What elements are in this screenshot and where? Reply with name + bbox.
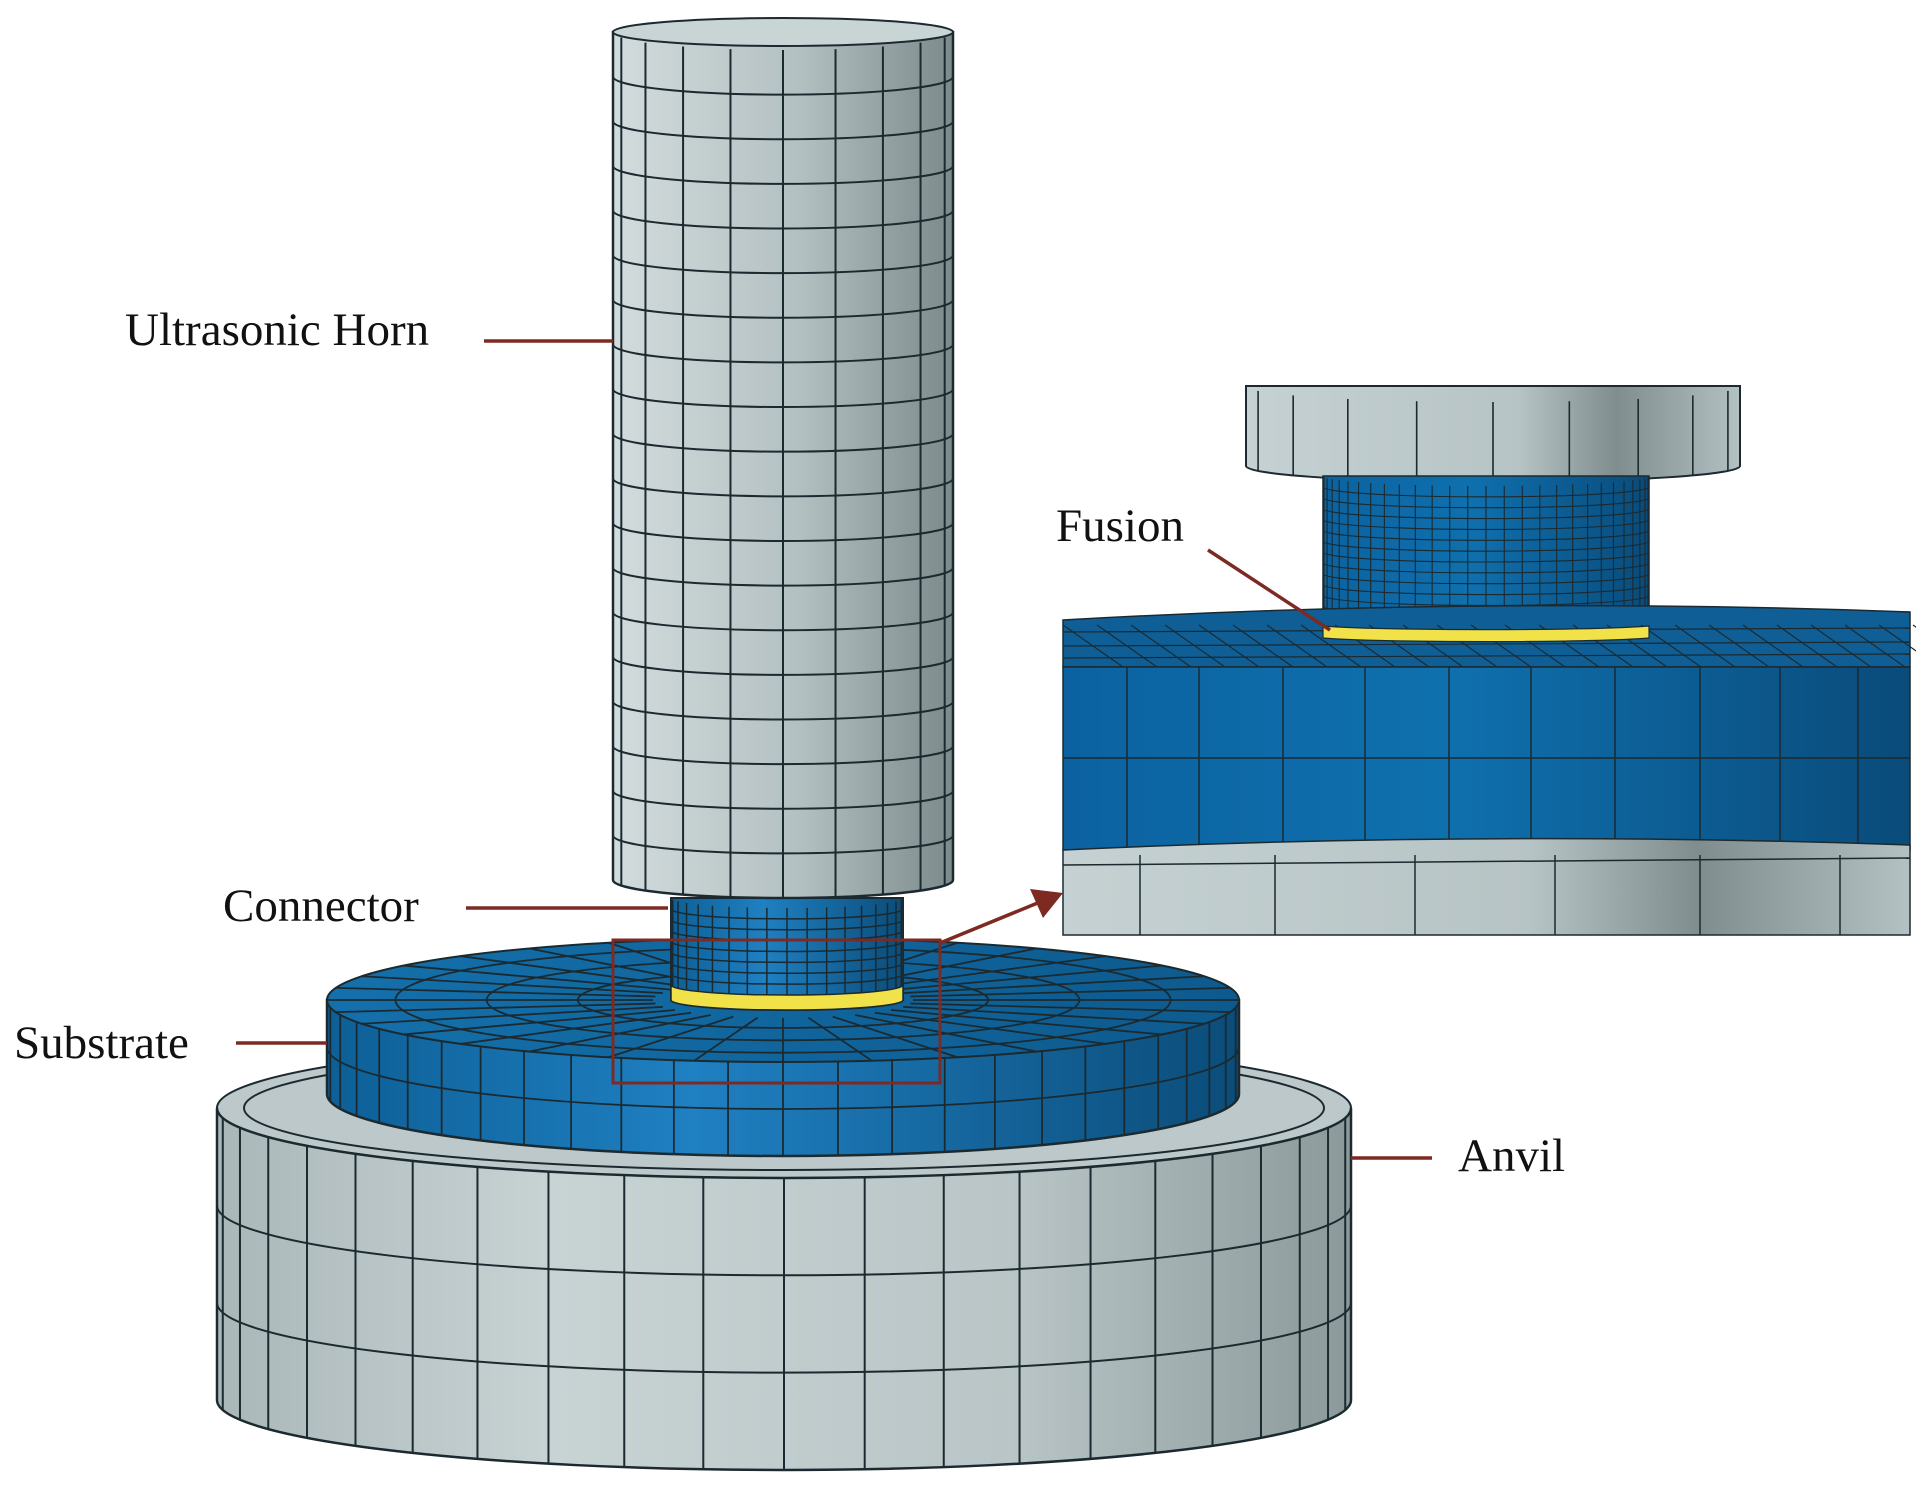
connector-mesh-ring [670, 941, 904, 953]
horn-mesh-ring [612, 388, 954, 409]
substrate-top-radial [903, 975, 1205, 995]
inset-top-radial [1708, 624, 1770, 668]
inset-top-radial [1266, 624, 1328, 668]
horn-mesh-ring [612, 656, 954, 676]
substrate-top-radial [910, 987, 1231, 998]
inset-connector-mesh-ring [1322, 497, 1650, 509]
substrate-mesh-ring [326, 1046, 1240, 1110]
inset-top-radial [1878, 624, 1916, 652]
substrate-top-radial [335, 1002, 656, 1013]
anvil-mesh-ring [216, 1205, 1352, 1277]
inset-top-radial [1300, 624, 1362, 668]
horn-mesh-ring [612, 701, 954, 721]
inset-connector-mesh-ring [1322, 540, 1650, 552]
inset-top-radial [1674, 624, 1736, 668]
horn-mesh-ring [612, 745, 954, 766]
horn-mesh-ring [612, 790, 954, 810]
inset-top-radial [1198, 624, 1260, 668]
horn-mesh-ring [612, 835, 954, 855]
zoom-arrow-line [939, 900, 1041, 945]
connector-mesh-ring [670, 919, 904, 931]
horn-top-face [612, 17, 954, 47]
inset-connector-mesh-ring [1322, 551, 1650, 563]
inset-top-radial [1844, 624, 1906, 668]
horn-mesh-ring [612, 522, 954, 542]
label-connector: Connector [223, 880, 419, 932]
inset-top-radial [1232, 624, 1294, 668]
horn-mesh-ring [612, 254, 954, 275]
zoom-arrow-head [1030, 889, 1063, 918]
connector [670, 897, 904, 1011]
connector-mesh-ring [670, 908, 904, 920]
inset-connector-mesh-ring [1322, 486, 1650, 498]
zoom-inset [1062, 385, 1916, 936]
horn-mesh-ring [612, 567, 954, 587]
horn-mesh-ring [612, 433, 954, 453]
horn-mesh-ring [612, 299, 954, 319]
inset-connector-mesh-ring [1322, 584, 1650, 596]
inset-top-radial [1742, 624, 1804, 668]
horn-mesh-ring [612, 478, 954, 498]
label-anvil: Anvil [1458, 1130, 1565, 1182]
inset-connector-mesh-ring [1322, 573, 1650, 585]
inset-connector-mesh-ring [1322, 530, 1650, 541]
inset-anvil-ring [1062, 857, 1911, 866]
inset-connector-mesh-ring [1322, 519, 1650, 530]
anvil-mesh-ring [216, 1302, 1352, 1374]
horn-mesh-ring [612, 210, 954, 230]
substrate-top-radial [910, 1002, 1231, 1013]
inset-top-ring [1062, 641, 1911, 647]
inset-top-radial [1776, 624, 1838, 668]
fusion-leader-line [1207, 548, 1331, 632]
label-substrate: Substrate [14, 1017, 189, 1069]
connector-mesh-ring [670, 973, 904, 985]
substrate-top-radial [335, 987, 656, 998]
inset-top-ring [1062, 653, 1911, 659]
detail-highlight-box [611, 938, 942, 1085]
inset-anvil [1062, 837, 1911, 936]
ultrasonic-horn [611, 17, 955, 900]
inset-top-radial [1810, 624, 1872, 668]
inset-fusion-layer [1322, 625, 1650, 643]
horn-mesh-ring [612, 344, 954, 364]
label-ultrasonic-horn: Ultrasonic Horn [125, 304, 429, 356]
horn-mesh-ring [612, 76, 954, 96]
inset-top-radial [1640, 624, 1702, 668]
horn-mesh-ring [612, 611, 954, 632]
substrate-top-radial [903, 1005, 1205, 1025]
connector-mesh-ring [670, 962, 904, 974]
inset-connector-mesh-ring [1322, 562, 1650, 574]
fusion-layer [670, 984, 904, 1011]
horn-mesh-ring [612, 165, 954, 185]
label-fusion: Fusion [1056, 500, 1184, 552]
inset-connector-mesh-ring [1322, 508, 1650, 520]
horn-mesh-ring [612, 121, 954, 141]
connector-mesh-ring [670, 952, 904, 964]
